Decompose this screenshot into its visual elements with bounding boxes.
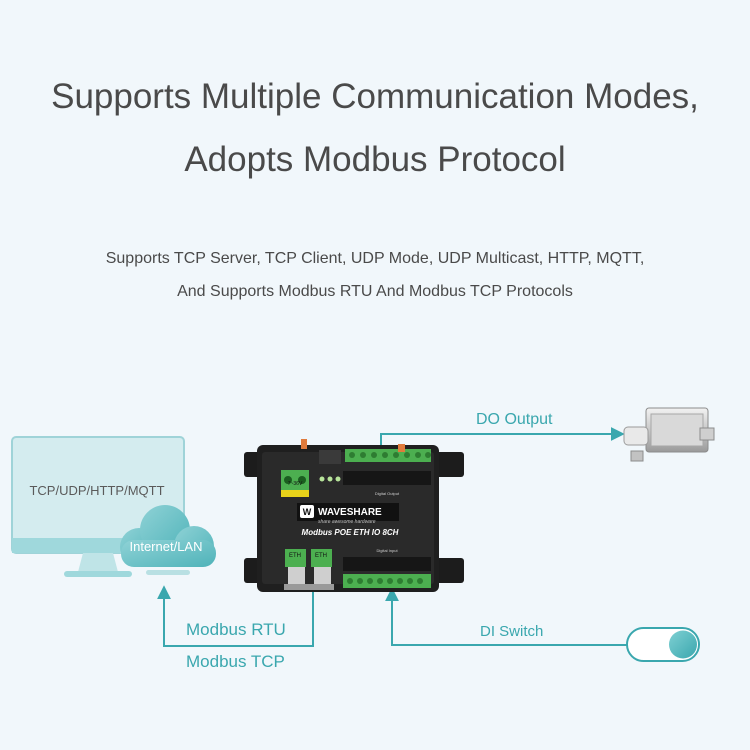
subtitle-line-2: And Supports Modbus RTU And Modbus TCP P… (177, 283, 573, 300)
device-eth-label-2: ETH (315, 553, 327, 559)
device-brand: WAVESHARE (318, 507, 382, 518)
device-power-label: 7~36V (288, 481, 303, 487)
di-switch-connector-line (385, 587, 627, 646)
device-eth-label-1: ETH (289, 553, 301, 559)
svg-text:W: W (303, 507, 312, 517)
monitor-label: TCP/UDP/HTTP/MQTT (29, 483, 164, 498)
di-switch-label: DI Switch (480, 623, 544, 640)
device-digital-output-label: Digital Output (375, 491, 400, 496)
cloud-base (146, 570, 190, 575)
cloud-label: Internet/LAN (130, 539, 203, 554)
modbus-tcp-label: Modbus TCP (186, 652, 285, 671)
modbus-connector-line (157, 585, 314, 647)
device-tagline: share awesome hardware (318, 519, 376, 525)
headline-line-1: Supports Multiple Communication Modes, (51, 77, 699, 116)
cloud-icon (120, 505, 216, 567)
lock-icon (623, 407, 715, 462)
device-model: Modbus POE ETH IO 8CH (302, 528, 399, 537)
do-output-label: DO Output (476, 411, 553, 428)
subtitle-line-1: Supports TCP Server, TCP Client, UDP Mod… (105, 250, 645, 267)
headline-line-2: Adopts Modbus Protocol (184, 140, 566, 179)
io-module-device: W (244, 439, 464, 592)
toggle-switch-icon (626, 627, 700, 662)
modbus-rtu-label: Modbus RTU (186, 620, 286, 639)
device-digital-input-label: Digital Input (376, 548, 398, 553)
